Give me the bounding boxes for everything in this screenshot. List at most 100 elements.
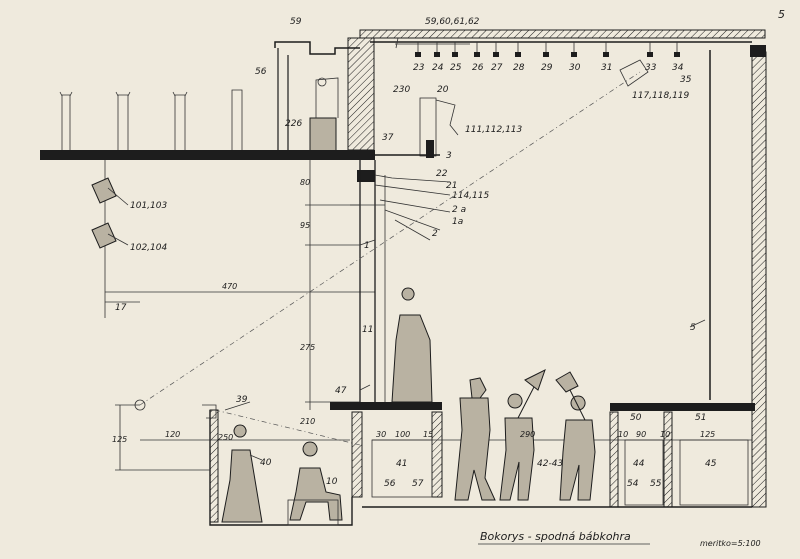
batten-label: 23 xyxy=(413,63,425,73)
batten-label: 25 xyxy=(450,63,462,73)
label-21: 21 xyxy=(446,181,457,191)
projector-39 xyxy=(202,404,217,419)
dim-250: 250 xyxy=(218,433,233,442)
dim-30: 30 xyxy=(376,430,386,439)
batten-bar xyxy=(571,52,577,57)
label-102: 102,104 xyxy=(130,243,167,253)
batten-bar xyxy=(415,52,421,57)
batten-label: 24 xyxy=(432,63,444,73)
playboard-47 xyxy=(330,402,442,410)
ceiling-slab xyxy=(359,29,766,39)
batten-bar xyxy=(452,52,458,57)
floor-slab xyxy=(40,150,375,160)
back-wall xyxy=(751,51,767,508)
label-55: 55 xyxy=(650,479,662,489)
batten-label: 29 xyxy=(541,63,553,73)
leader xyxy=(107,187,129,206)
label-50: 50 xyxy=(630,413,642,423)
dim-470: 470 xyxy=(222,282,237,291)
label-111: 111,112,113 xyxy=(465,125,523,135)
puppet-figure-large xyxy=(391,287,433,403)
seating-posts xyxy=(61,89,243,150)
label-5: 5 xyxy=(690,323,696,333)
label-51: 51 xyxy=(695,413,706,423)
label-101: 101,103 xyxy=(130,201,167,211)
batten-bar xyxy=(474,52,480,57)
drawing-scale: meritko=5:100 xyxy=(700,539,761,548)
label-45: 45 xyxy=(705,459,717,469)
counterweight-226 xyxy=(309,117,337,153)
box-45 xyxy=(679,439,749,506)
hand-puppet-2 xyxy=(524,369,546,391)
eye-point xyxy=(134,399,146,411)
leader-lines xyxy=(224,37,706,461)
pit-wall xyxy=(209,409,219,523)
label-20: 20 xyxy=(437,85,449,95)
seated-figure-10 xyxy=(289,441,343,521)
puppeteer-figure-3 xyxy=(559,389,596,501)
label-41: 41 xyxy=(396,459,407,469)
leader xyxy=(107,233,129,246)
label-35: 35 xyxy=(680,75,692,85)
label-17: 17 xyxy=(115,303,127,313)
seating-post-tops xyxy=(59,91,188,97)
pulley xyxy=(317,77,327,87)
proscenium-header xyxy=(357,170,375,182)
dim-10a: 10 xyxy=(618,430,628,439)
dim-125: 125 xyxy=(112,435,127,444)
label-1: 1 xyxy=(364,241,370,251)
label-37: 37 xyxy=(382,133,394,143)
batten-bar xyxy=(434,52,440,57)
label-54: 54 xyxy=(627,479,639,489)
dim-90: 90 xyxy=(636,430,646,439)
label-1a: 1a xyxy=(452,217,463,227)
dim-95: 95 xyxy=(300,221,310,230)
label-10: 10 xyxy=(326,477,338,487)
label-57: 57 xyxy=(412,479,424,489)
dim-100: 100 xyxy=(395,430,410,439)
batten-bar xyxy=(674,52,680,57)
batten-label: 30 xyxy=(569,63,581,73)
batten-bar xyxy=(647,52,653,57)
dim-80: 80 xyxy=(300,178,310,187)
batten-label: 31 xyxy=(601,63,612,73)
label-2: 2 xyxy=(432,229,438,239)
puppeteer-figure-2 xyxy=(499,384,536,501)
box-44 xyxy=(624,439,664,506)
spotlight-102 xyxy=(91,222,117,249)
label-230: 230 xyxy=(393,85,410,95)
spotlight-117 xyxy=(619,59,649,87)
batten-label: 27 xyxy=(491,63,503,73)
platform-50-51 xyxy=(610,403,755,411)
label-42: 42-43 xyxy=(537,459,563,469)
sight-line-low xyxy=(214,409,361,446)
platform-wall xyxy=(609,411,619,508)
label-59: 59 xyxy=(290,17,302,27)
dim-275: 275 xyxy=(300,343,315,352)
page-number: 5 xyxy=(778,8,785,21)
batten-label: 26 xyxy=(472,63,484,73)
sight-line xyxy=(139,71,641,406)
dim-10b: 10 xyxy=(660,430,670,439)
stage-wall xyxy=(351,411,363,498)
batten-label: 34 xyxy=(672,63,684,73)
dim-125b: 125 xyxy=(700,430,715,439)
dim-210: 210 xyxy=(300,417,315,426)
platform-wall xyxy=(663,411,673,508)
label-39: 39 xyxy=(236,395,248,405)
drawing-caption: Bokorys - spodná bábkohra xyxy=(480,530,631,543)
label-44: 44 xyxy=(633,459,645,469)
label-56b: 56 xyxy=(384,479,396,489)
proscenium-wall xyxy=(347,37,375,151)
label-56: 56 xyxy=(255,67,267,77)
label-117: 117,118,119 xyxy=(632,91,690,101)
roof-parapet xyxy=(274,41,360,55)
label-3: 3 xyxy=(446,151,452,161)
hand-puppet-3 xyxy=(555,371,579,393)
batten-bar xyxy=(603,52,609,57)
label-11: 11 xyxy=(362,325,373,335)
puppeteer-figure-1 xyxy=(454,377,496,501)
